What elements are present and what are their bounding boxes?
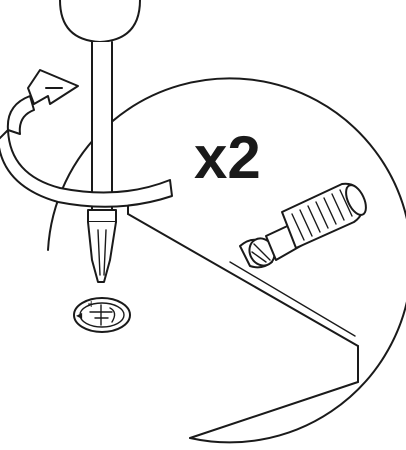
rotate-clockwise-icon [0,69,173,208]
screw-mark-plus: + [87,299,95,310]
screw-mark-arrow: ◀ [76,311,83,320]
bolt-ribs [291,189,353,241]
cam-bolt-icon [239,182,367,269]
wooden-board [127,205,359,439]
quantity-label: x2 [194,124,261,191]
screw-head-icon: + ◀ [73,297,131,333]
screwdriver-icon [59,0,141,283]
quantity-text: x2 [194,124,261,191]
